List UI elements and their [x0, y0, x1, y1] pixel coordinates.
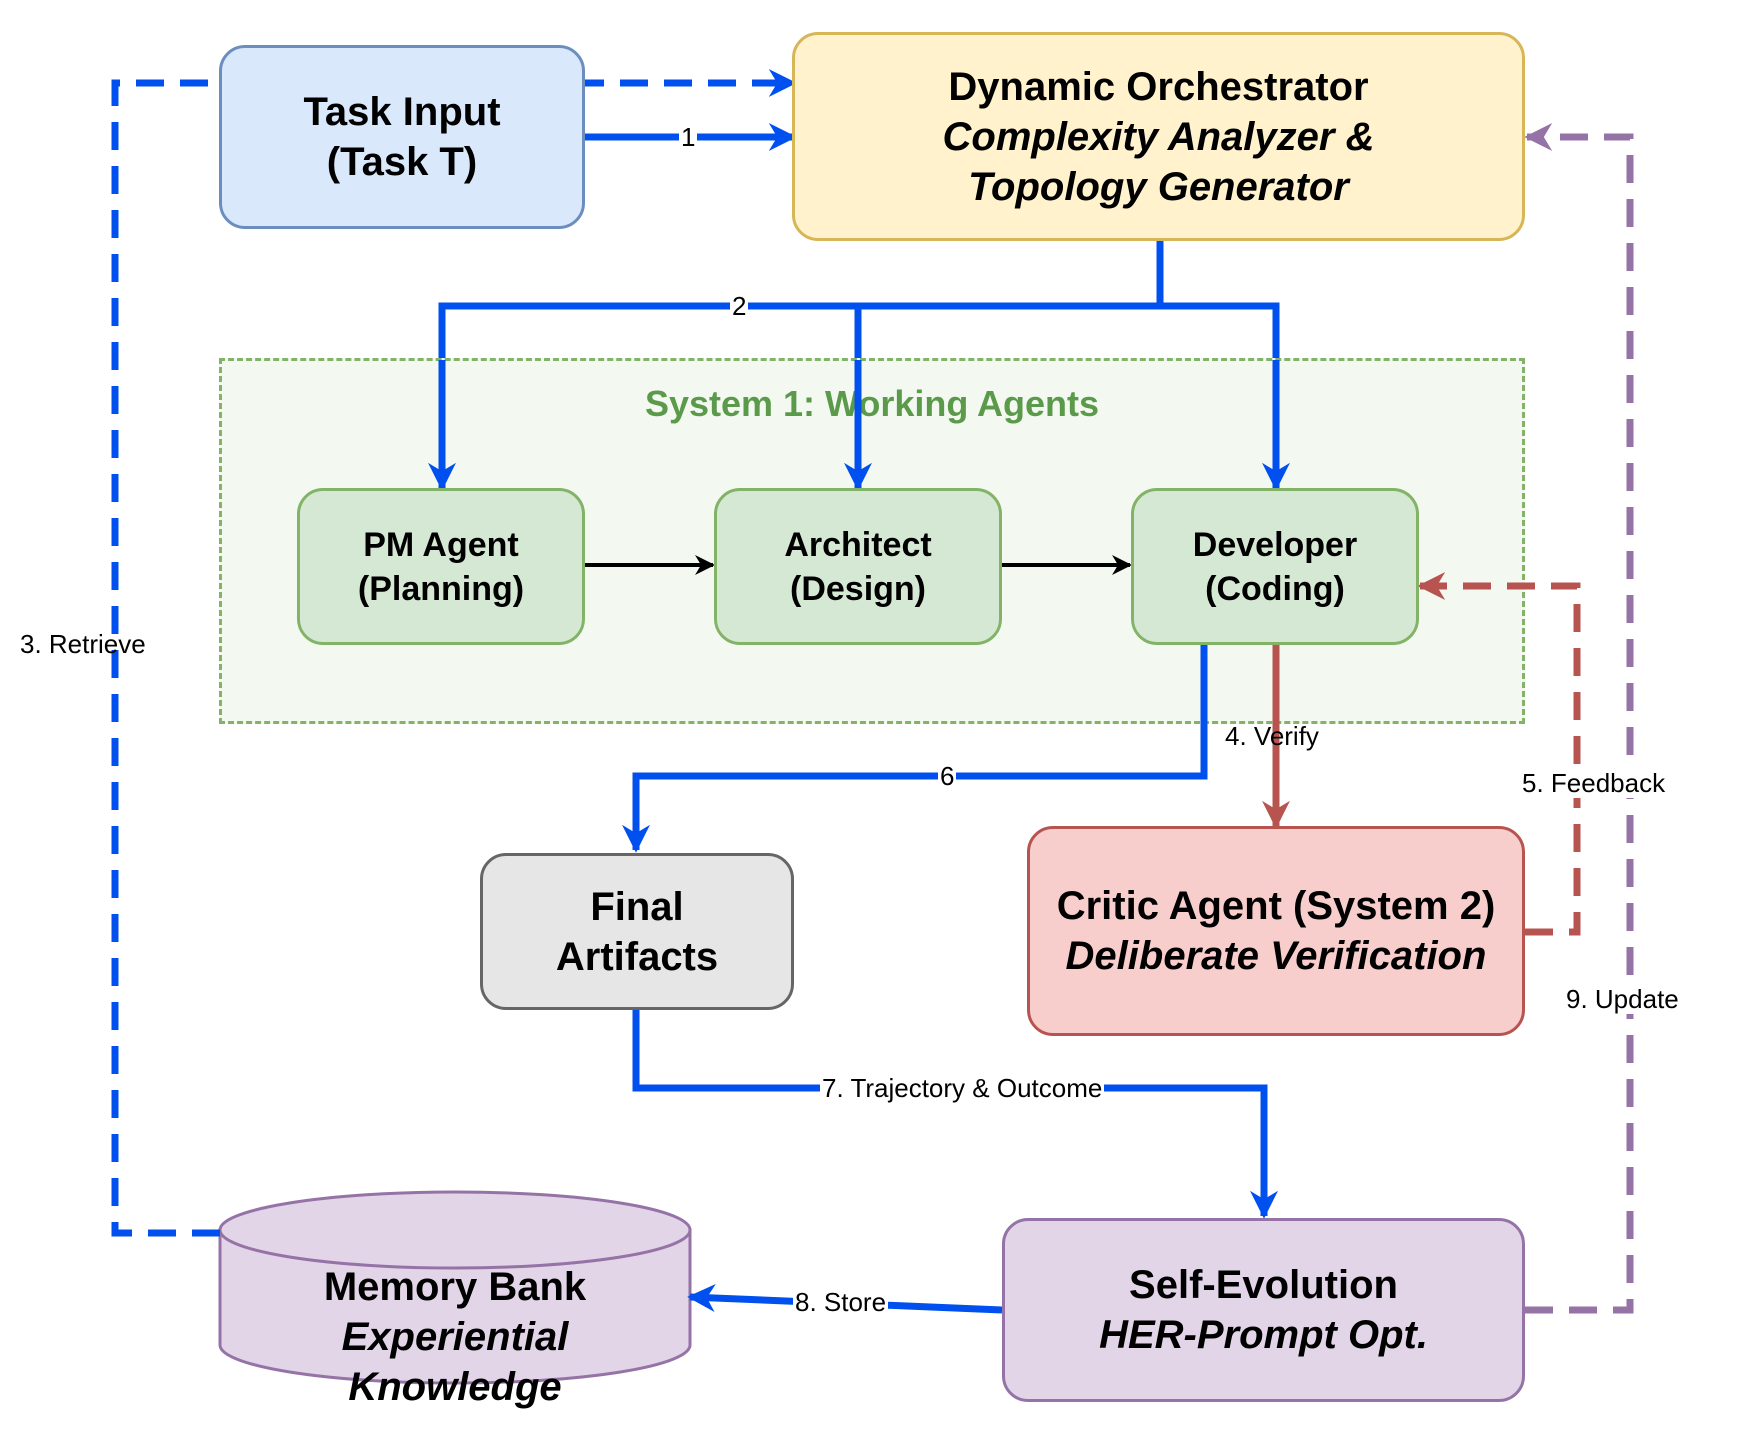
final-artifacts-line1: Final	[590, 884, 684, 929]
architect-line2: (Design)	[790, 569, 926, 608]
orchestrator-title: Dynamic Orchestrator	[948, 64, 1369, 109]
critic-title: Critic Agent (System 2)	[1056, 884, 1496, 928]
orchestrator-node[interactable]: Dynamic Orchestrator Complexity Analyzer…	[792, 32, 1525, 241]
edge-3-label: 3. Retrieve	[20, 629, 146, 659]
architect-line1: Architect	[784, 525, 932, 564]
architect-node[interactable]: Architect (Design)	[714, 488, 1002, 645]
edge-8-label: 8. Store	[793, 1287, 889, 1317]
edge-2-label: 2	[730, 291, 749, 321]
critic-agent-node[interactable]: Critic Agent (System 2) Deliberate Verif…	[1027, 826, 1525, 1036]
memory-bank-sub1: Experiential	[341, 1315, 569, 1359]
edge-5-label: 5. Feedback	[1520, 768, 1668, 798]
memory-bank-title: Memory Bank	[323, 1265, 587, 1309]
developer-line1: Developer	[1192, 525, 1358, 564]
task-input-line1: Task Input	[303, 90, 501, 134]
developer-line2: (Coding)	[1205, 569, 1345, 608]
critic-sub: Deliberate Verification	[1065, 934, 1487, 978]
pm-agent-line1: PM Agent	[363, 525, 519, 564]
final-artifacts-node[interactable]: Final Artifacts	[480, 853, 794, 1010]
self-evolution-sub: HER-Prompt Opt.	[1099, 1313, 1428, 1357]
memory-bank-cylinder	[218, 1190, 692, 1385]
task-input-node[interactable]: Task Input (Task T)	[219, 45, 585, 229]
self-evolution-title: Self-Evolution	[1129, 1263, 1398, 1307]
developer-node[interactable]: Developer (Coding)	[1131, 488, 1419, 645]
edge-9-label: 9. Update	[1564, 984, 1681, 1014]
edge-4-label: 4. Verify	[1225, 721, 1319, 751]
system-1-title: System 1: Working Agents	[644, 383, 1100, 424]
edge-6-label: 6	[938, 761, 957, 791]
memory-bank-node[interactable]: Memory Bank Experiential Knowledge	[220, 1262, 690, 1412]
final-artifacts-line2: Artifacts	[555, 934, 719, 979]
pm-agent-line2: (Planning)	[357, 569, 525, 608]
task-input-line2: (Task T)	[326, 140, 478, 184]
self-evolution-node[interactable]: Self-Evolution HER-Prompt Opt.	[1002, 1218, 1525, 1402]
memory-bank-sub2: Knowledge	[348, 1365, 562, 1409]
orchestrator-sub2: Topology Generator	[968, 164, 1349, 209]
orchestrator-sub1: Complexity Analyzer &	[942, 114, 1375, 159]
edge-7-label: 7. Trajectory & Outcome	[820, 1073, 1105, 1103]
edge-1-label: 1	[679, 122, 698, 152]
pm-agent-node[interactable]: PM Agent (Planning)	[297, 488, 585, 645]
